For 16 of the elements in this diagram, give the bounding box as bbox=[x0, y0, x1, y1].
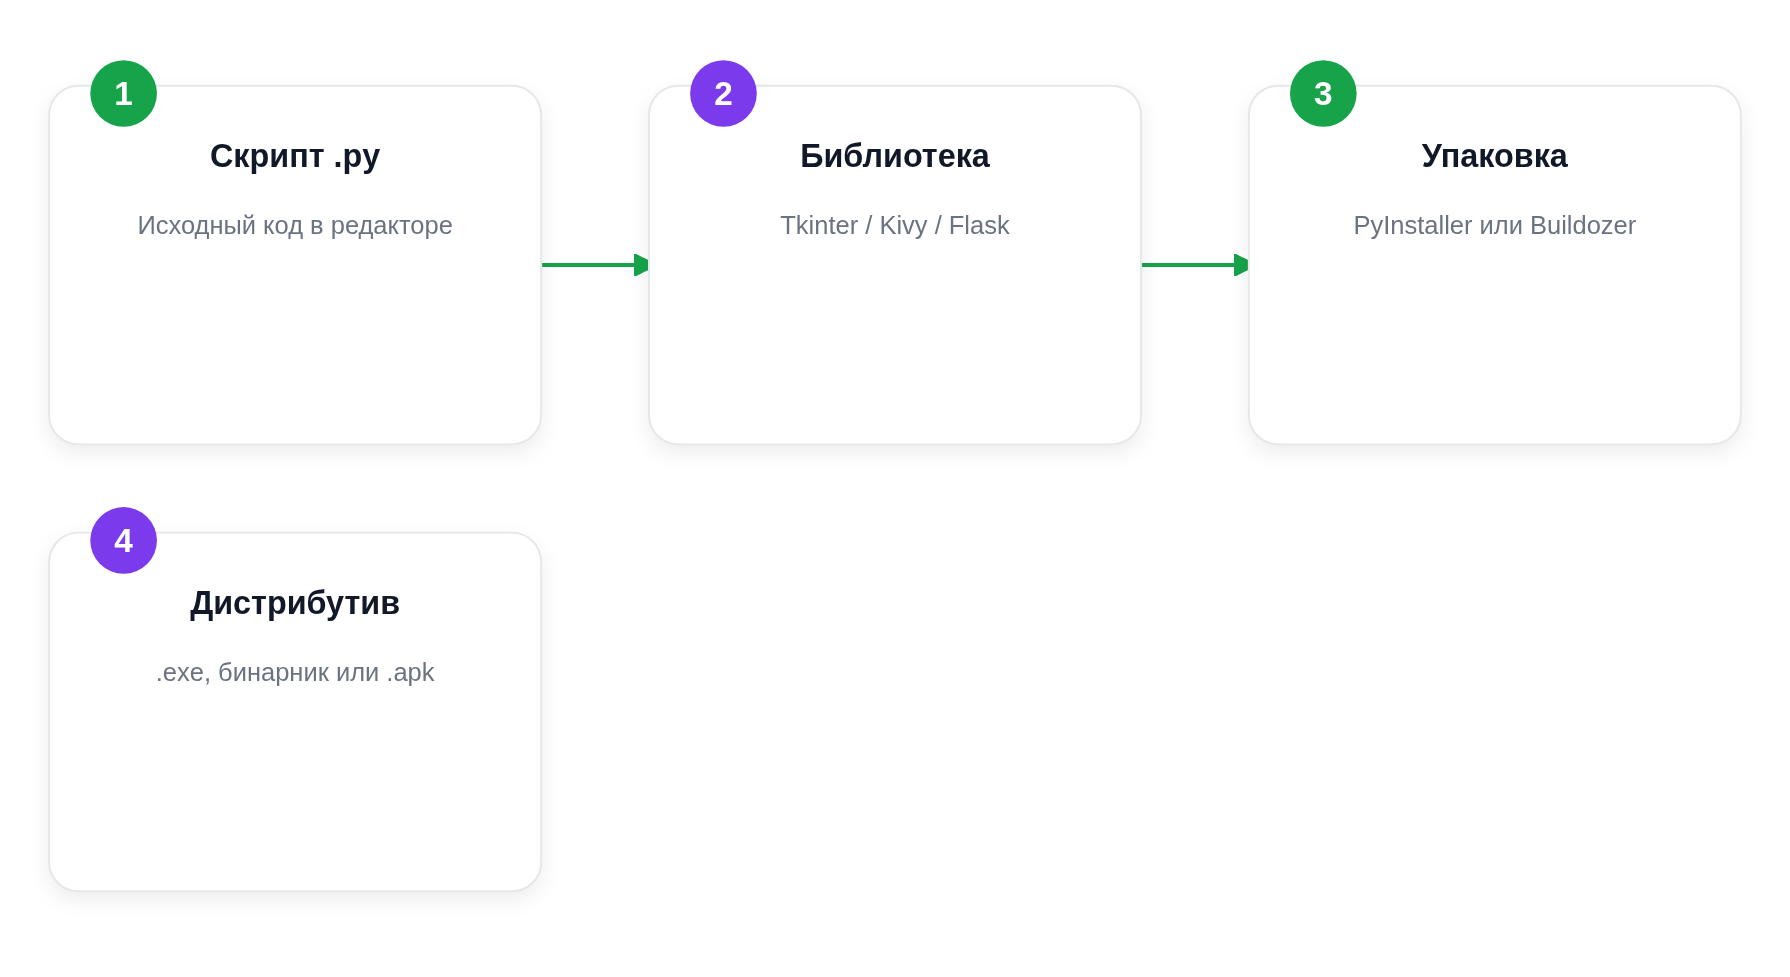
step-number-badge: 4 bbox=[90, 507, 157, 574]
node-box bbox=[48, 531, 543, 893]
card-description: Tkinter / Kivy / Flask bbox=[779, 208, 1011, 242]
node-box bbox=[1247, 84, 1742, 446]
step-number-badge: 2 bbox=[690, 60, 757, 127]
card-title: Упаковка bbox=[1421, 136, 1568, 176]
node-box bbox=[648, 84, 1142, 446]
card-title: Скрипт .py bbox=[210, 136, 381, 176]
card-title: Библиотека bbox=[800, 136, 990, 176]
card-description: PyInstaller или Buildozer bbox=[1352, 208, 1638, 242]
card-description: Исходный код в редакторе bbox=[136, 208, 454, 242]
node-box bbox=[48, 84, 543, 446]
card-description: .exe, бинарник или .apk bbox=[154, 655, 436, 689]
card-title: Дистрибутив bbox=[190, 583, 401, 623]
step-number-badge: 1 bbox=[90, 60, 157, 127]
step-number-badge: 3 bbox=[1290, 60, 1357, 127]
